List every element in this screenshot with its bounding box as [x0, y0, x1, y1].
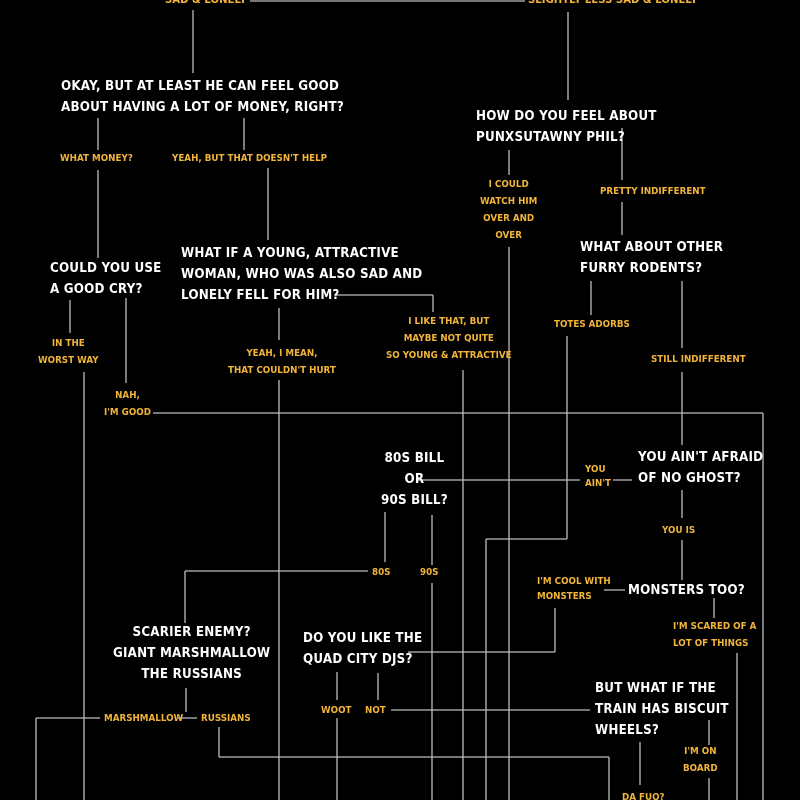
answer-woot: WOOT	[321, 705, 352, 716]
answer-you-aint: YOU AIN'T	[585, 464, 611, 489]
question-young-woman: WHAT IF A YOUNG, ATTRACTIVE WOMAN, WHO W…	[181, 246, 423, 303]
answer-not: NOT	[365, 705, 386, 716]
answer-doesnt-help: YEAH, BUT THAT DOESN'T HELP	[172, 153, 328, 164]
answer-80s: 80S	[372, 567, 391, 578]
node-sad-lonely: SAD & LONELY	[165, 0, 247, 8]
question-ghost: YOU AIN'T AFRAID OF NO GHOST?	[638, 450, 764, 486]
question-quad-city: DO YOU LIKE THE QUAD CITY DJS?	[303, 631, 423, 667]
answer-pretty-indifferent: PRETTY INDIFFERENT	[600, 186, 706, 197]
answer-you-is: YOU IS	[662, 525, 696, 536]
answer-nah-good: NAH, I'M GOOD	[104, 390, 151, 418]
question-bill: 80S BILL OR 90S BILL?	[381, 451, 448, 508]
answer-cool-monsters: I'M COOL WITH MONSTERS	[537, 576, 611, 602]
answer-totes-adorbs: TOTES ADORBS	[554, 319, 630, 330]
node-slightly-less-sad: SLIGHTLY LESS SAD & LONELY	[528, 0, 698, 8]
answer-not-so-young: I LIKE THAT, BUT MAYBE NOT QUITE SO YOUN…	[386, 316, 512, 361]
answer-90s: 90S	[420, 567, 439, 578]
answer-couldnt-hurt: YEAH, I MEAN, THAT COULDN'T HURT	[228, 348, 336, 376]
question-biscuit: BUT WHAT IF THE TRAIN HAS BISCUIT WHEELS…	[595, 681, 729, 738]
question-enemy: SCARIER ENEMY? GIANT MARSHMALLOW THE RUS…	[113, 625, 271, 682]
answer-worst-way: IN THE WORST WAY	[38, 338, 99, 366]
question-good-cry: COULD YOU USE A GOOD CRY?	[50, 261, 162, 297]
answer-marshmallow: MARSHMALLOW	[104, 713, 184, 724]
question-money: OKAY, BUT AT LEAST HE CAN FEEL GOOD ABOU…	[61, 79, 344, 115]
answer-watch-him: I COULD WATCH HIM OVER AND OVER	[480, 179, 538, 241]
answer-on-board: I'M ON BOARD	[683, 746, 718, 774]
question-monsters: MONSTERS TOO?	[628, 583, 745, 598]
answer-scared: I'M SCARED OF A LOT OF THINGS	[673, 621, 757, 649]
question-phil: HOW DO YOU FEEL ABOUT PUNXSUTAWNY PHIL?	[476, 109, 657, 145]
answer-russians: RUSSIANS	[201, 713, 251, 724]
answer-what-money: WHAT MONEY?	[60, 153, 133, 164]
answer-da-fuq: DA FUQ?	[622, 792, 665, 800]
question-rodents: WHAT ABOUT OTHER FURRY RODENTS?	[580, 240, 724, 276]
answer-still-indifferent: STILL INDIFFERENT	[651, 354, 746, 365]
